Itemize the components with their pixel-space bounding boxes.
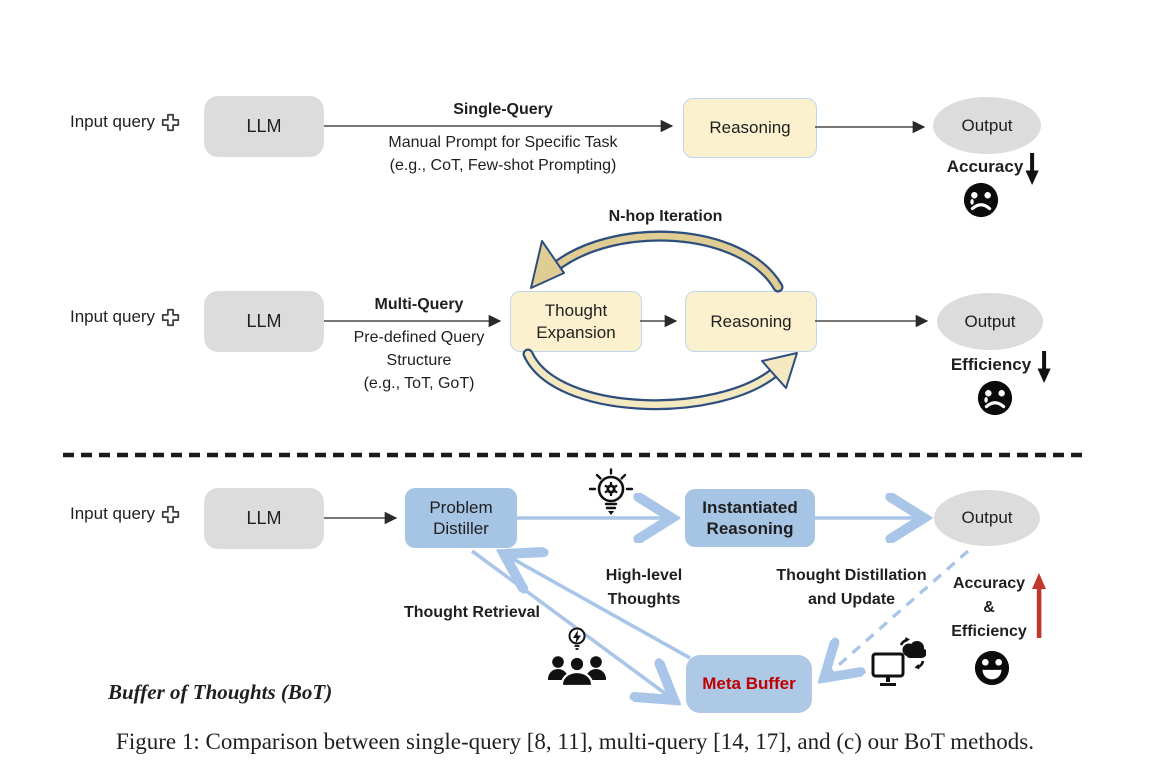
red-up-arrow-icon: [1032, 573, 1046, 638]
input-query-text: Input query: [70, 112, 156, 131]
happy-face-icon: [974, 650, 1010, 686]
plus-cross-icon: [161, 308, 180, 326]
plus-cross-icon: [161, 113, 180, 131]
sad-face-icon: [963, 182, 999, 218]
problem-distiller-box: Problem Distiller: [405, 488, 517, 548]
black-down-arrow-icon: [1037, 351, 1051, 383]
bot-section-label: Buffer of Thoughts (BoT): [108, 680, 333, 704]
instantiated-reasoning-box: Instantiated Reasoning: [685, 489, 815, 547]
reasoning-box-1: Reasoning: [683, 98, 817, 158]
thought-retrieval-label: Thought Retrieval: [403, 604, 540, 621]
monitor-cloud-sync-icon: [871, 637, 926, 686]
efficiency-metric-label: Efficiency: [950, 355, 1032, 374]
accuracy-metric-label: Accuracy: [946, 157, 1024, 176]
llm-box-3: LLM: [204, 488, 324, 549]
output-ellipse-1: Output: [933, 97, 1041, 154]
multi-query-subtitle: Pre-defined Query Structure (e.g., ToT, …: [353, 329, 485, 392]
llm-box-1: LLM: [204, 96, 324, 157]
black-down-arrow-icon: [1025, 153, 1039, 185]
input-query-label-2: Input query: [70, 307, 180, 327]
nhop-loop-arrow-top: [530, 230, 784, 293]
high-level-thoughts-label: High-level Thoughts: [605, 567, 683, 608]
single-query-title: Single-Query: [453, 101, 553, 118]
output-ellipse-3: Output: [934, 490, 1040, 546]
sad-face-icon: [977, 380, 1013, 416]
meta-buffer-box: Meta Buffer: [686, 655, 812, 713]
accuracy-efficiency-label: Accuracy & Efficiency: [951, 575, 1027, 640]
input-query-label-3: Input query: [70, 504, 180, 524]
people-lightbulb-icon: [548, 627, 606, 688]
thought-distillation-label: Thought Distillation and Update: [776, 567, 927, 608]
single-query-subtitle: Manual Prompt for Specific Task (e.g., C…: [388, 134, 618, 174]
thought-expansion-box: Thought Expansion: [510, 291, 642, 352]
figure-caption: Figure 1: Comparison between single-quer…: [116, 729, 1034, 754]
nhop-iteration-label: N-hop Iteration: [608, 208, 723, 225]
input-query-label-1: Input query: [70, 112, 180, 132]
lightbulb-gear-icon: [588, 468, 634, 515]
plus-cross-icon: [161, 505, 180, 523]
reasoning-box-2: Reasoning: [685, 291, 817, 352]
output-ellipse-2: Output: [937, 293, 1043, 350]
nhop-loop-arrow-bottom: [522, 348, 798, 411]
llm-box-2: LLM: [204, 291, 324, 352]
multi-query-title: Multi-Query: [374, 296, 464, 313]
